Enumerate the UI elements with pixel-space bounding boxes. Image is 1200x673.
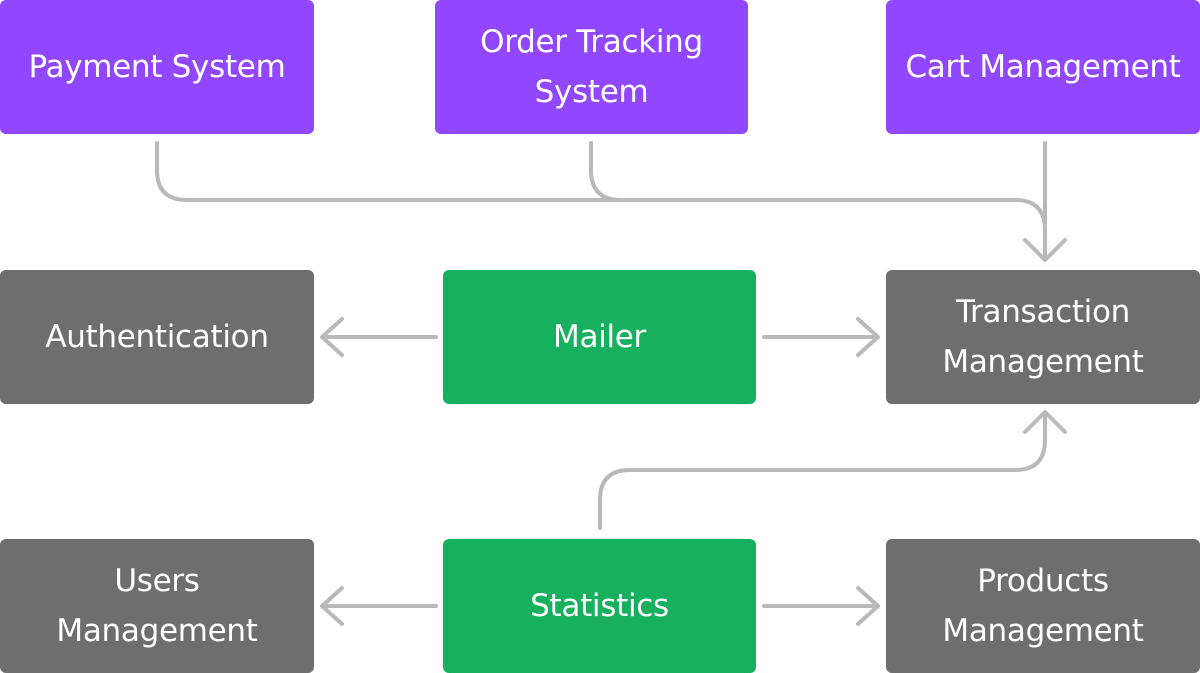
node-label: Statistics — [530, 588, 669, 624]
node-payment-system: Payment System — [0, 0, 314, 134]
node-cart-management: Cart Management — [886, 0, 1200, 134]
arrowhead-transaction-bottom — [1023, 410, 1067, 434]
arrowhead-products — [856, 586, 880, 626]
node-label: Users Management — [56, 563, 258, 649]
node-label: Cart Management — [905, 49, 1181, 85]
edge-payment-to-transaction — [155, 141, 1047, 260]
node-label: Transaction Management — [942, 294, 1144, 380]
arrowhead-users — [320, 586, 344, 626]
node-products-management: Products Management — [886, 539, 1200, 673]
node-label: Products Management — [942, 563, 1144, 649]
edge-order-tracking-to-transaction — [589, 141, 623, 202]
node-transaction-management: Transaction Management — [886, 270, 1200, 404]
node-order-tracking-system: Order Tracking System — [435, 0, 748, 134]
arrowhead-transaction-left — [856, 317, 880, 357]
edge-statistics-to-transaction — [598, 412, 1047, 530]
node-mailer: Mailer — [443, 270, 756, 404]
node-label: Payment System — [28, 49, 286, 85]
node-label: Order Tracking System — [480, 24, 703, 110]
node-authentication: Authentication — [0, 270, 314, 404]
node-label: Mailer — [553, 319, 646, 355]
node-users-management: Users Management — [0, 539, 314, 673]
arrowhead-transaction-top — [1023, 238, 1067, 262]
arrowhead-authentication — [320, 317, 344, 357]
node-label: Authentication — [45, 319, 269, 355]
node-statistics: Statistics — [443, 539, 756, 673]
